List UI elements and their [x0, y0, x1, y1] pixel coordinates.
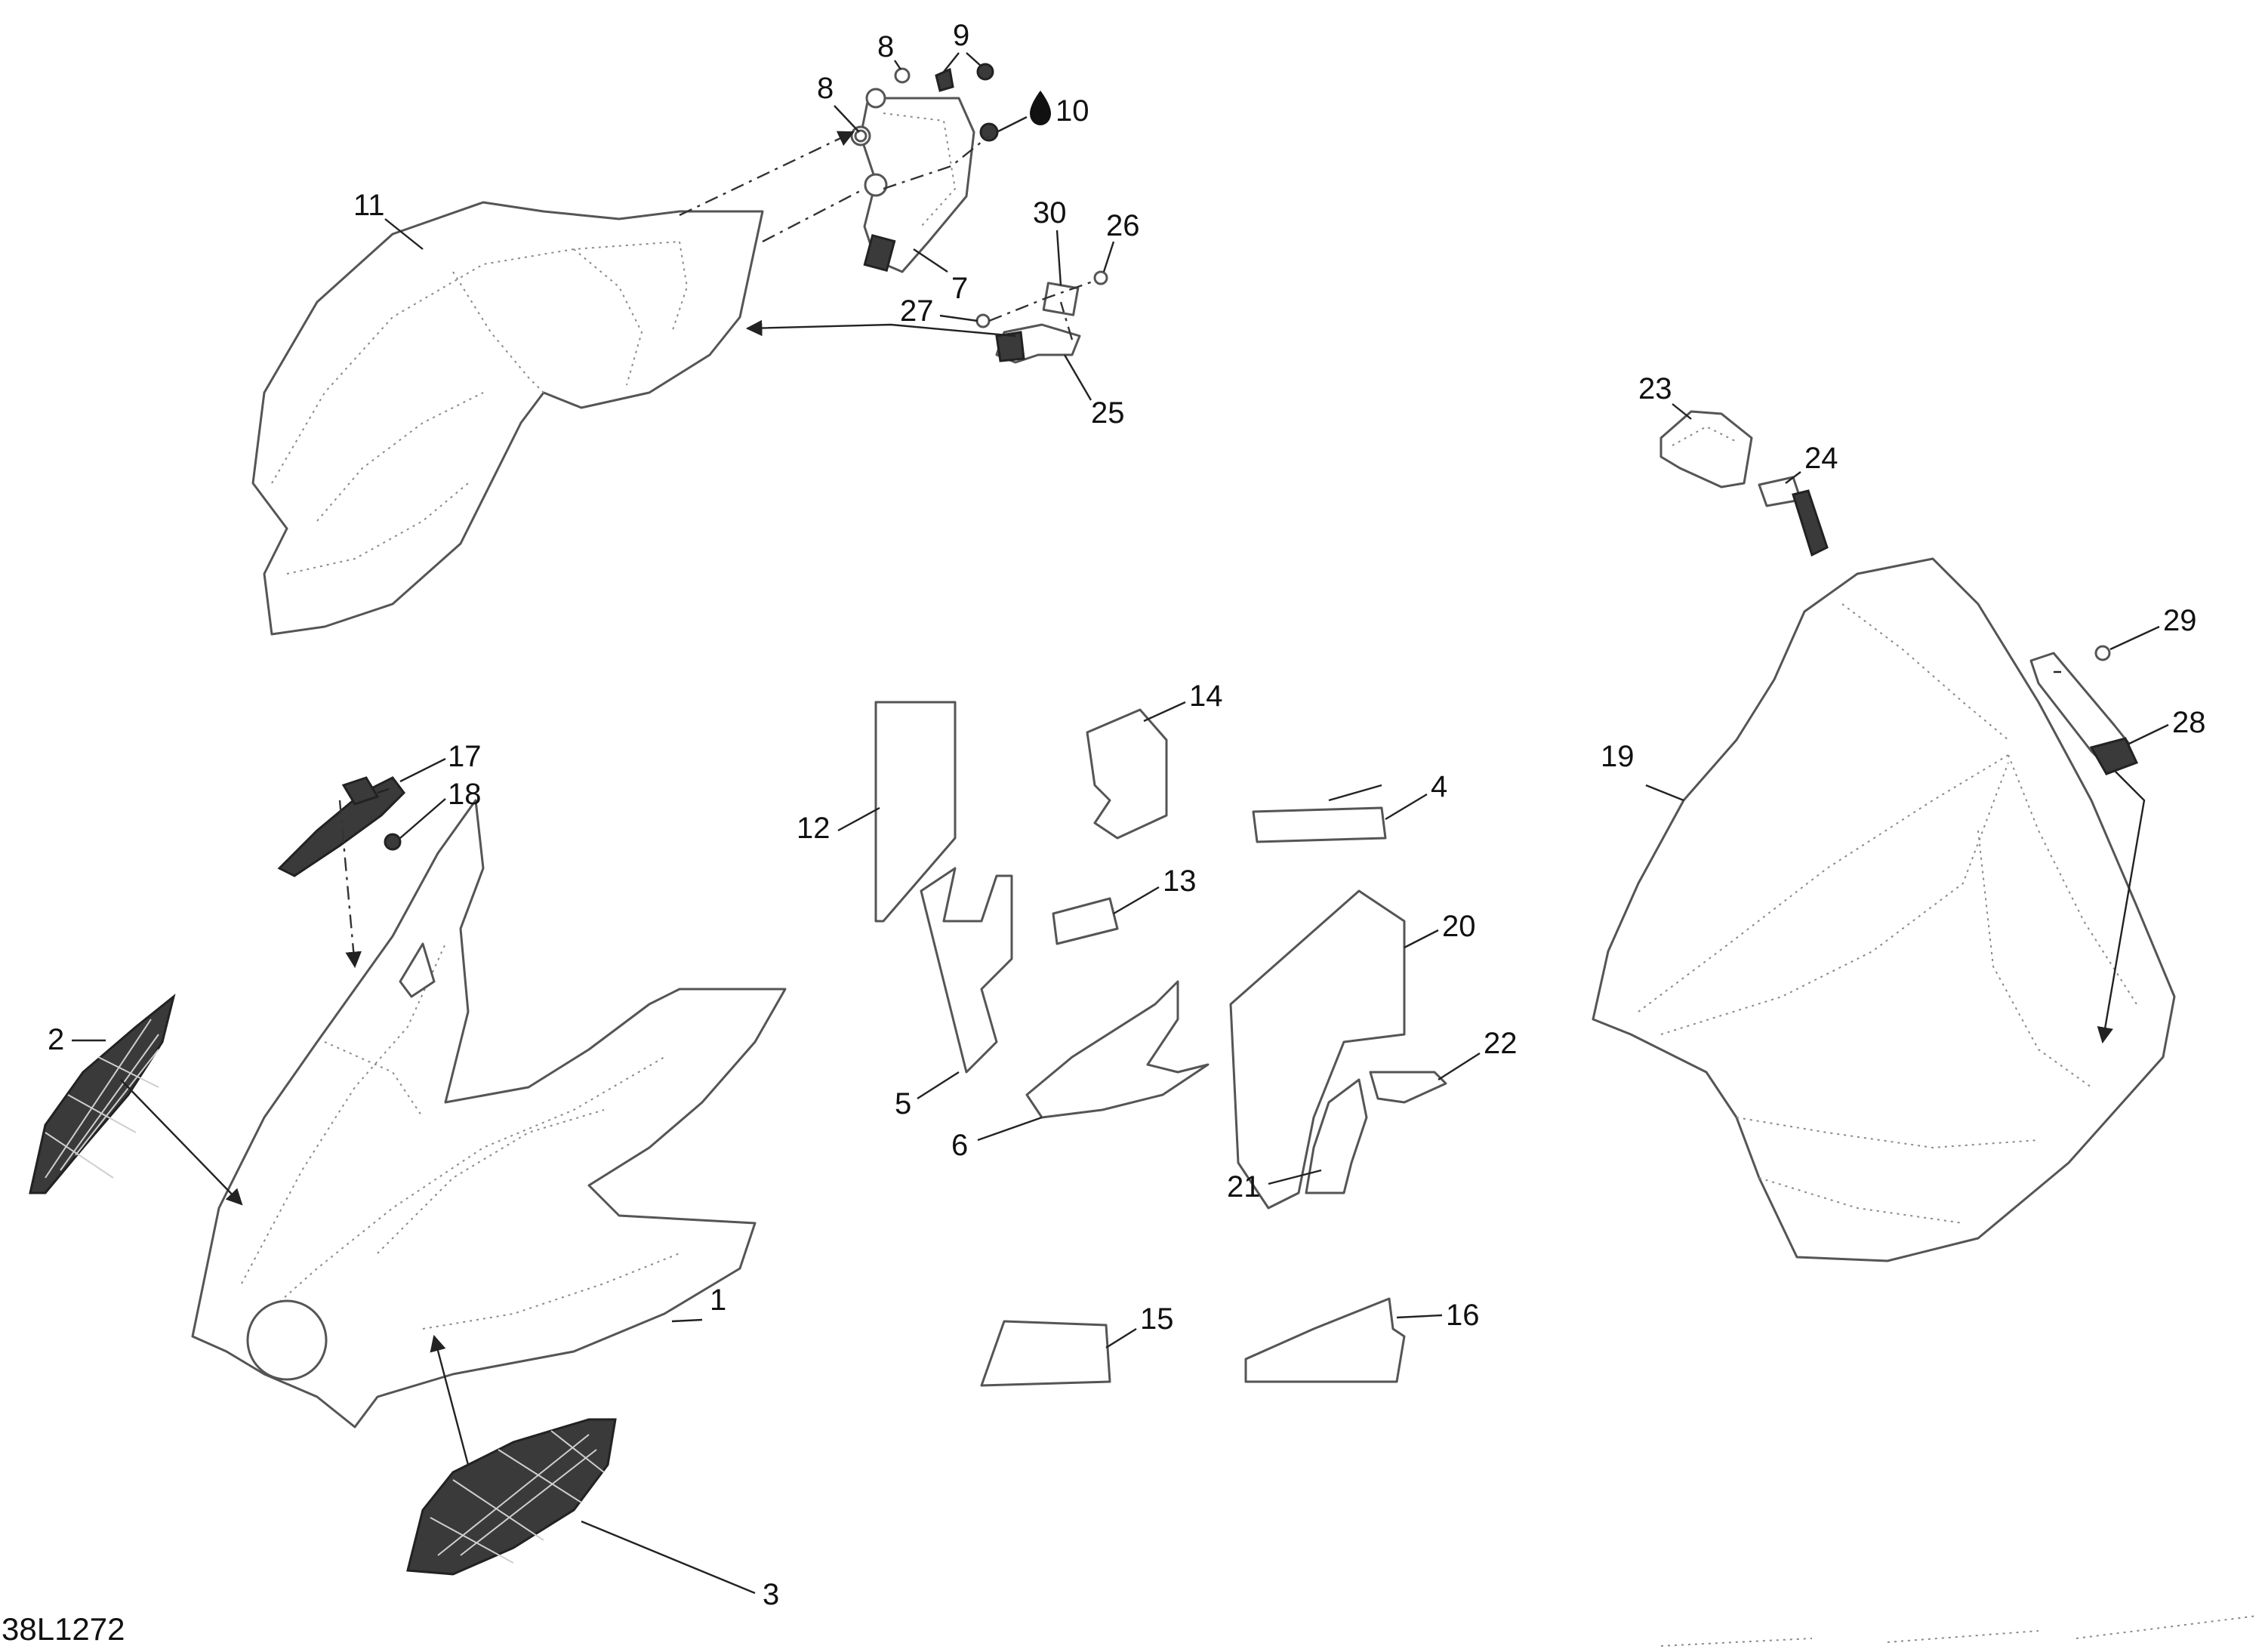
callout-15: 15	[1140, 1302, 1174, 1336]
callout-21: 21	[1227, 1170, 1261, 1204]
callout-20: 20	[1442, 910, 1476, 943]
callout-14: 14	[1189, 680, 1223, 713]
part-11-upper-fairing	[251, 201, 764, 636]
part-19-windshield	[1592, 557, 2176, 1262]
callout-1: 1	[710, 1284, 726, 1317]
callout-10: 10	[1055, 94, 1089, 128]
callout-9: 9	[953, 19, 969, 52]
callout-24: 24	[1804, 442, 1838, 475]
callout-6: 6	[951, 1129, 968, 1162]
callout-28: 28	[2172, 706, 2206, 739]
callout-labels: 1 2 3 4 5 6 7 8 8 9 10 11 12 13 14 15 1	[48, 19, 2206, 1611]
part-2-side-grille	[29, 994, 176, 1194]
parts-17-18	[277, 776, 405, 877]
callout-11: 11	[353, 189, 385, 222]
reference-code: 38L1272	[2, 1611, 125, 1647]
callout-16: 16	[1446, 1299, 1480, 1332]
callout-5: 5	[895, 1087, 911, 1120]
callout-30: 30	[1033, 196, 1067, 230]
part-3-front-grille	[406, 1418, 617, 1576]
callout-7: 7	[951, 272, 968, 305]
callout-13: 13	[1163, 865, 1197, 898]
callout-3: 3	[763, 1578, 779, 1611]
callout-26: 26	[1106, 209, 1140, 242]
callout-27: 27	[900, 294, 934, 328]
part-1-hood	[191, 799, 787, 1429]
callout-8-left: 8	[817, 72, 834, 105]
callout-12: 12	[797, 812, 830, 845]
scan-noise	[1660, 1615, 2258, 1647]
parts-28-29	[2029, 645, 2139, 775]
callout-22: 22	[1484, 1027, 1518, 1060]
callout-8-top: 8	[877, 30, 894, 63]
callout-25: 25	[1091, 396, 1125, 430]
part-7-headlight-bracket	[850, 88, 975, 273]
parts-23-24	[1659, 410, 1829, 557]
callout-19: 19	[1601, 740, 1635, 773]
drop-icon	[1030, 91, 1051, 125]
callout-17: 17	[448, 740, 482, 773]
callout-4: 4	[1431, 770, 1447, 803]
callout-23: 23	[1638, 372, 1672, 405]
leader-lines	[120, 131, 2146, 1466]
fasteners-8-9-10	[854, 63, 999, 143]
parts-25-26-27-30	[975, 270, 1108, 364]
callout-29: 29	[2163, 604, 2197, 637]
callout-2: 2	[48, 1023, 64, 1056]
center-foam-panels	[874, 701, 1447, 1387]
callout-18: 18	[448, 778, 482, 811]
